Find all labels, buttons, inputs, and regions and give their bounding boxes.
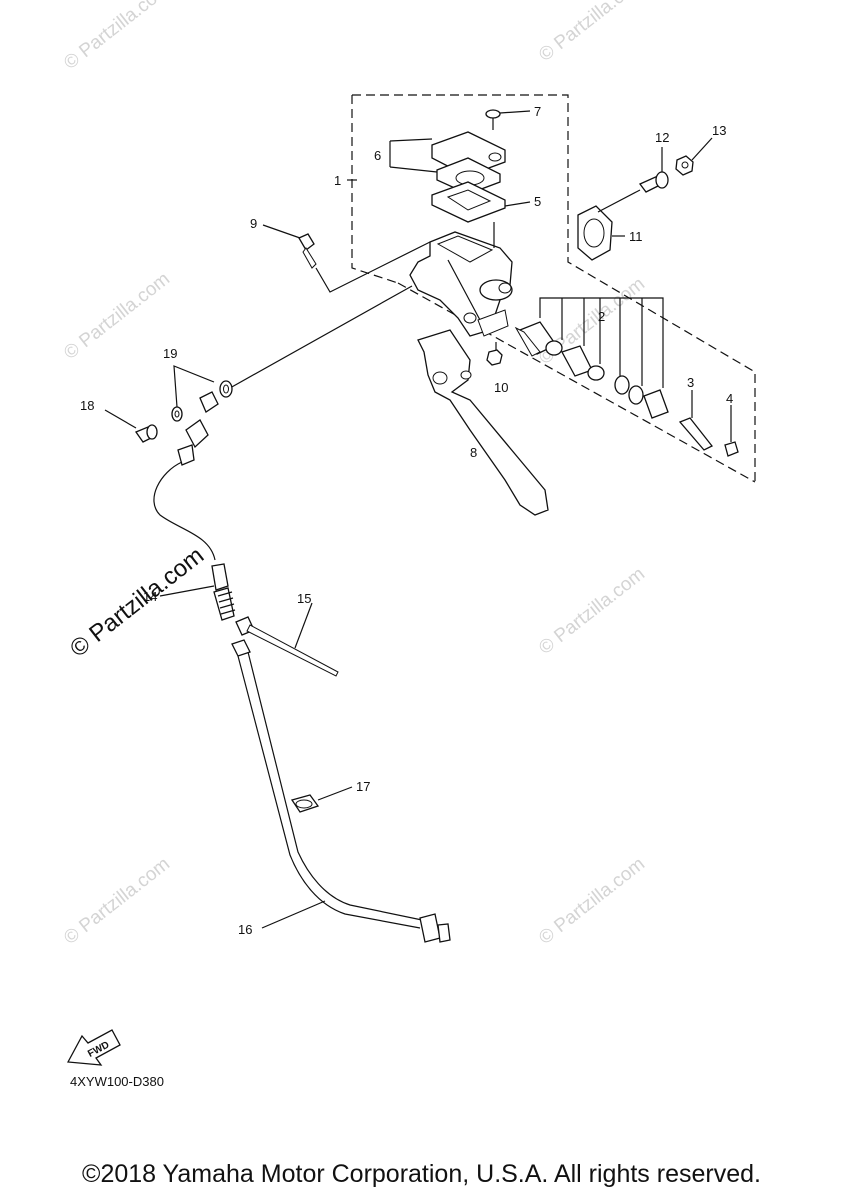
- callout-10: 10: [494, 380, 508, 395]
- nut-10: [486, 342, 503, 366]
- watermarks: © Partzilla.com © Partzilla.com © Partzi…: [60, 0, 649, 949]
- master-cylinder-body: [409, 222, 513, 337]
- callouts: 1 2 3 4 5 6 7 8 9 10 11 12 13 14 15 16 1…: [80, 104, 733, 937]
- callout-17: 17: [356, 779, 370, 794]
- holder-11: [577, 205, 625, 261]
- callout-2: 2: [598, 309, 605, 324]
- nut-13: [675, 137, 713, 176]
- clutch-hose: [153, 391, 236, 621]
- screw-7: [485, 109, 531, 130]
- hose-route-line: [229, 285, 413, 389]
- assembly-outline-upper-right: [352, 94, 756, 482]
- callout-18: 18: [80, 398, 94, 413]
- watermark-prominent: © Partzilla.com: [65, 542, 209, 663]
- watermark: © Partzilla.com: [535, 854, 649, 949]
- fwd-arrow-icon: FWD: [66, 1029, 121, 1066]
- callout-19: 19: [163, 346, 177, 361]
- watermark: © Partzilla.com: [535, 564, 649, 659]
- leader-6: [389, 138, 433, 142]
- watermark: © Partzilla.com: [60, 0, 174, 74]
- cable-tie: [235, 602, 339, 677]
- callout-7: 7: [534, 104, 541, 119]
- callout-3: 3: [687, 375, 694, 390]
- callout-11: 11: [629, 229, 643, 244]
- diagram-code: 4XYW100-D380: [70, 1074, 164, 1089]
- watermark: © Partzilla.com: [535, 0, 649, 66]
- callout-12: 12: [655, 130, 669, 145]
- bolt-12: [597, 147, 669, 213]
- callout-1: 1: [334, 173, 341, 188]
- clutch-lever: [417, 329, 549, 516]
- reservoir-cap: [431, 131, 506, 195]
- callout-14: 14: [143, 589, 157, 604]
- callout-4: 4: [726, 391, 733, 406]
- union-bolt-18: [104, 409, 158, 443]
- clamp-17: [290, 786, 353, 813]
- leader-6b: [389, 166, 438, 173]
- assembly-outline-bottom: [397, 282, 756, 483]
- callout-15: 15: [297, 591, 311, 606]
- diaphragm-plate: [431, 181, 531, 223]
- assembly-outline-upper: [351, 95, 399, 284]
- gaskets-19: [171, 365, 233, 422]
- watermark: © Partzilla.com: [60, 854, 174, 949]
- callout-6: 6: [374, 148, 381, 163]
- copyright-notice: ©2018 Yamaha Motor Corporation, U.S.A. A…: [82, 1160, 761, 1188]
- push-rod: [678, 390, 714, 451]
- boot-4: [724, 405, 739, 457]
- callout-5: 5: [534, 194, 541, 209]
- callout-9: 9: [250, 216, 257, 231]
- bolt-9: [262, 224, 431, 293]
- piston-kit: [514, 297, 669, 419]
- callout-13: 13: [712, 123, 726, 138]
- callout-16: 16: [238, 922, 252, 937]
- clutch-pipe: [231, 639, 451, 943]
- watermark: © Partzilla.com: [60, 269, 174, 364]
- callout-8: 8: [470, 445, 477, 460]
